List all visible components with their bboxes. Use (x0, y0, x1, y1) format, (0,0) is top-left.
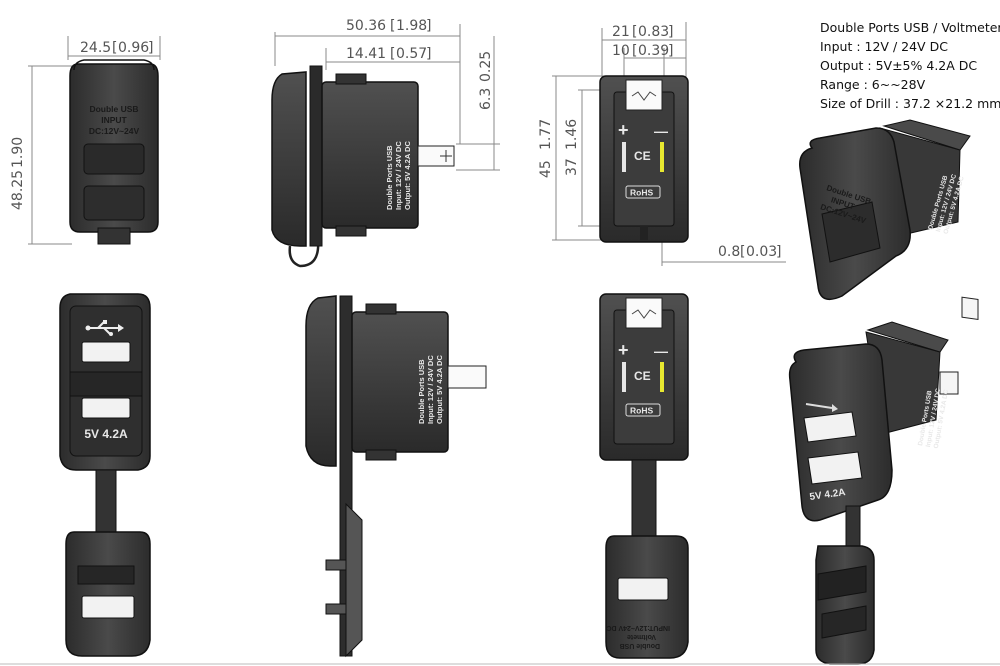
dim-back-inner-bracket-left: [ (632, 43, 637, 59)
usb-port-top (81, 341, 131, 363)
dim-depth-total: 50.36 (346, 18, 386, 34)
dim-back-width: 21 (612, 24, 630, 40)
dim-width-top-bracket-left: [ (112, 40, 117, 56)
side-text-line3: Output: 5V 4.2A DC (403, 141, 412, 210)
cover-text-line3: DC:12V~24V (89, 126, 140, 136)
cap-text-line3: INPUT:12V~24V DC (606, 624, 670, 631)
front-cover-view: 24.5 [ 0.96 ] 48.25 1.90 Double USB INPU… (10, 36, 161, 245)
dim-back-width-bracket-right: ] (668, 24, 673, 40)
usb-icon-iso (805, 403, 838, 412)
dim-back-height: 45 (538, 160, 554, 178)
cap-text-line2: Voltmete (627, 633, 656, 640)
front-rating: 5V 4.2A (84, 427, 128, 441)
side-open-view: Double Ports USB Input: 12V / 24V DC Out… (305, 295, 487, 658)
led-yellow-2 (660, 362, 664, 392)
side-open-line2: Input: 12V / 24V DC (426, 355, 435, 424)
cover-text-line1: Double USB (89, 104, 138, 114)
iso-view-top: Double USB INPUT DC:12V~24V Double Ports… (799, 119, 979, 321)
led-white (622, 142, 626, 172)
dim-back-width-in: 0.83 (638, 24, 669, 40)
front-open-view: 5V 4.2A (59, 293, 151, 657)
dim-gap-in: 0.03 (746, 244, 777, 260)
back-minus: — (654, 123, 668, 139)
dim-back-inner-height: 37 (564, 158, 580, 176)
dim-gap-bracket-right: ] (776, 244, 781, 260)
spec-line2: Input : 12V / 24V DC (820, 39, 948, 54)
side-view: 50.36 [ 1.98 ] 14.41 [ 0.57 ] 6.3 0.25 D… (271, 18, 500, 268)
back-open-ce: CE (634, 369, 651, 383)
dim-lip-height: 6.3 (478, 88, 494, 110)
back-open-view: + — CE RoHS Double USB Voltmete INPUT:12… (599, 293, 689, 659)
back-open-plus: + (618, 340, 629, 360)
dim-depth-total-in: 1.98 (396, 18, 427, 34)
dim-width-top: 24.5 (80, 40, 111, 56)
iso-view-bottom: 5V 4.2A Double Ports USB Input: 12V / 24… (788, 321, 959, 665)
back-open-rohs: RoHS (630, 406, 653, 416)
back-rohs-mark: RoHS (630, 188, 653, 198)
back-view: 21 [ 0.83 ] 10 [ 0.39 ] 45 1.77 37 1.46 … (538, 22, 786, 266)
dim-depth-body-in: 0.57 (396, 46, 427, 62)
dim-back-height-in: 1.77 (538, 119, 554, 150)
spec-block: Double Ports USB / Voltmeter Input : 12V… (820, 20, 1000, 111)
dim-back-inner-bracket-right: ] (668, 43, 673, 59)
side-open-line3: Output: 5V 4.2A DC (435, 355, 444, 424)
dim-back-width-bracket-left: [ (632, 24, 637, 40)
spec-line5: Size of Drill : 37.2 ×21.2 mm (820, 96, 1000, 111)
dim-back-inner-height-in: 1.46 (564, 119, 580, 150)
led-yellow (660, 142, 664, 172)
dim-height-left: 48.25 (10, 170, 26, 210)
spec-line4: Range : 6~~28V (820, 77, 926, 92)
dim-back-inner: 10 (612, 43, 630, 59)
dim-height-left-in: 1.90 (10, 137, 26, 168)
dim-width-top-in: 0.96 (118, 40, 149, 56)
back-ce-mark: CE (634, 149, 651, 163)
spec-line3: Output : 5V±5% 4.2A DC (820, 58, 977, 73)
dim-depth-body-bracket-right: ] (426, 46, 431, 62)
dim-gap: 0.8 (718, 244, 740, 260)
usb-icon (85, 320, 124, 336)
back-open-minus: — (654, 343, 668, 359)
dim-width-top-bracket-right: ] (148, 40, 153, 56)
cover-text-line2: INPUT (101, 115, 127, 125)
usb-port-bottom (81, 397, 131, 419)
cap-text-line1: Double USB (620, 642, 660, 649)
led-white-2 (622, 362, 626, 392)
dim-lip-height-in: 0.25 (478, 51, 494, 82)
iso-front-rating: 5V 4.2A (809, 487, 846, 503)
side-text-line2: Input: 12V / 24V DC (394, 141, 403, 210)
side-open-line1: Double Ports USB (417, 359, 426, 424)
back-plus: + (618, 120, 629, 140)
dim-gap-bracket-left: [ (740, 244, 745, 260)
dim-depth-total-bracket-left: [ (390, 18, 395, 34)
spec-line1: Double Ports USB / Voltmeter (820, 20, 1000, 35)
dim-back-inner-in: 0.39 (638, 43, 669, 59)
side-text-line1: Double Ports USB (385, 145, 394, 210)
dim-depth-total-bracket-right: ] (426, 18, 431, 34)
dim-depth-body: 14.41 (346, 46, 386, 62)
dim-depth-body-bracket-left: [ (390, 46, 395, 62)
